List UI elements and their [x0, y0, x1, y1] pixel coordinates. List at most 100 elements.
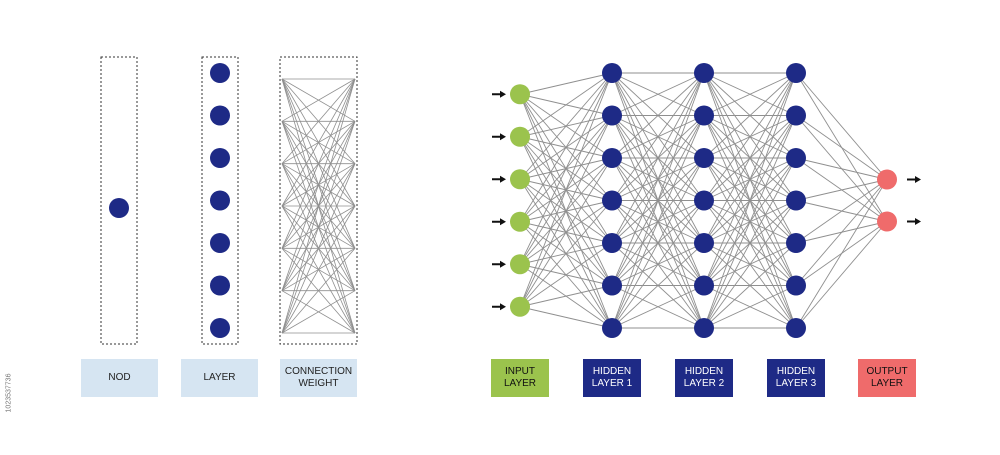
layer-label-hidden-2: HIDDEN LAYER 2 — [675, 359, 733, 397]
network-node — [786, 318, 806, 338]
network-node — [877, 211, 897, 232]
legend-label-layer: LAYER — [181, 359, 258, 397]
network-node — [602, 275, 622, 296]
network-connection-line — [795, 115, 888, 180]
network-node — [694, 233, 714, 253]
legend-layer-node — [210, 148, 230, 168]
layer-label-output: OUTPUT LAYER — [858, 359, 916, 397]
network-connections — [519, 72, 888, 329]
network-node — [786, 105, 806, 126]
network-node — [694, 318, 714, 338]
input-arrow-head — [500, 260, 506, 268]
legend-connection-line — [281, 78, 356, 207]
network-connection-line — [611, 72, 705, 286]
network-connection-line — [519, 72, 613, 222]
legend-connection-line — [281, 78, 356, 122]
network-connection-line — [703, 72, 797, 329]
network-node — [602, 105, 622, 126]
network-nodes — [510, 63, 897, 338]
network-node — [510, 84, 530, 105]
legend-connection-line — [281, 163, 356, 334]
io-arrows — [492, 90, 921, 311]
network-connection-line — [519, 285, 613, 308]
network-connection-line — [519, 242, 613, 308]
network-node — [510, 211, 530, 232]
input-arrow-head — [500, 133, 506, 141]
network-node — [786, 275, 806, 296]
network-connection-line — [795, 179, 888, 329]
input-arrow-head — [500, 218, 506, 226]
legend-connection-line — [281, 78, 356, 164]
legend-illustrations — [100, 56, 358, 345]
layer-label-input: INPUT LAYER — [491, 359, 549, 397]
network-node — [877, 169, 897, 190]
network-connection-line — [795, 179, 888, 201]
legend-connection-line — [281, 290, 356, 334]
network-connection-line — [703, 72, 797, 116]
legend-layer-node — [210, 190, 230, 211]
output-arrow-head — [915, 218, 921, 225]
network-connection-line — [703, 72, 797, 159]
legend-connection-line — [281, 78, 356, 334]
network-connection-line — [703, 200, 797, 329]
legend-connection-line — [281, 78, 356, 291]
network-connection-line — [519, 72, 613, 265]
network-node — [694, 190, 714, 211]
legend-layer-node — [210, 63, 230, 83]
network-connection-line — [519, 72, 613, 138]
network-node — [602, 148, 622, 168]
network-connection-line — [519, 72, 613, 180]
network-node — [786, 63, 806, 83]
network-node — [510, 254, 530, 275]
network-connection-line — [611, 200, 705, 329]
legend-layer-node — [210, 105, 230, 126]
network-node — [602, 63, 622, 83]
network-connection-line — [519, 72, 613, 307]
network-connection-line — [703, 72, 797, 286]
network-connection-line — [795, 179, 888, 286]
network-connection-line — [519, 200, 613, 308]
stock-id-text: 1023537736 — [5, 373, 13, 413]
network-connection-line — [519, 72, 613, 95]
legend-layer-node — [210, 275, 230, 296]
legend-label-connection-weight: CONNECTION WEIGHT — [280, 359, 357, 397]
network-node — [510, 126, 530, 147]
network-node — [786, 148, 806, 168]
layer-label-hidden-1: HIDDEN LAYER 1 — [583, 359, 641, 397]
network-node — [786, 233, 806, 253]
legend-connection-line — [281, 205, 356, 334]
input-arrow-head — [500, 90, 506, 98]
network-connection-line — [611, 157, 705, 329]
network-connection-line — [611, 72, 705, 159]
network-connection-line — [519, 157, 613, 307]
network-connection-line — [611, 72, 705, 329]
network-connection-line — [795, 157, 888, 180]
legend-layer-node — [210, 318, 230, 338]
legend-connection-line — [281, 121, 356, 334]
network-node — [602, 233, 622, 253]
layer-label-hidden-3: HIDDEN LAYER 3 — [767, 359, 825, 397]
legend-label-node: NOD — [81, 359, 158, 397]
network-connection-line — [611, 72, 705, 201]
legend-layer-frame — [201, 56, 239, 345]
network-node — [694, 105, 714, 126]
network-connection-line — [703, 285, 797, 329]
input-arrow-head — [500, 175, 506, 183]
network-connection-line — [611, 72, 705, 116]
input-arrow-head — [500, 303, 506, 311]
network-connection-line — [795, 221, 888, 329]
network-node — [786, 190, 806, 211]
network-connection-line — [795, 72, 888, 180]
network-connection-line — [611, 72, 705, 244]
legend-connection-frame — [279, 56, 358, 345]
network-connection-line — [703, 242, 797, 329]
legend-layer-node — [210, 233, 230, 253]
legend-node-frame — [100, 56, 138, 345]
network-connection-line — [703, 115, 797, 329]
network-connection-line — [611, 285, 705, 329]
network-connection-line — [703, 72, 797, 201]
network-node — [510, 169, 530, 190]
stock-id-strip: 1023537736 — [4, 338, 14, 448]
